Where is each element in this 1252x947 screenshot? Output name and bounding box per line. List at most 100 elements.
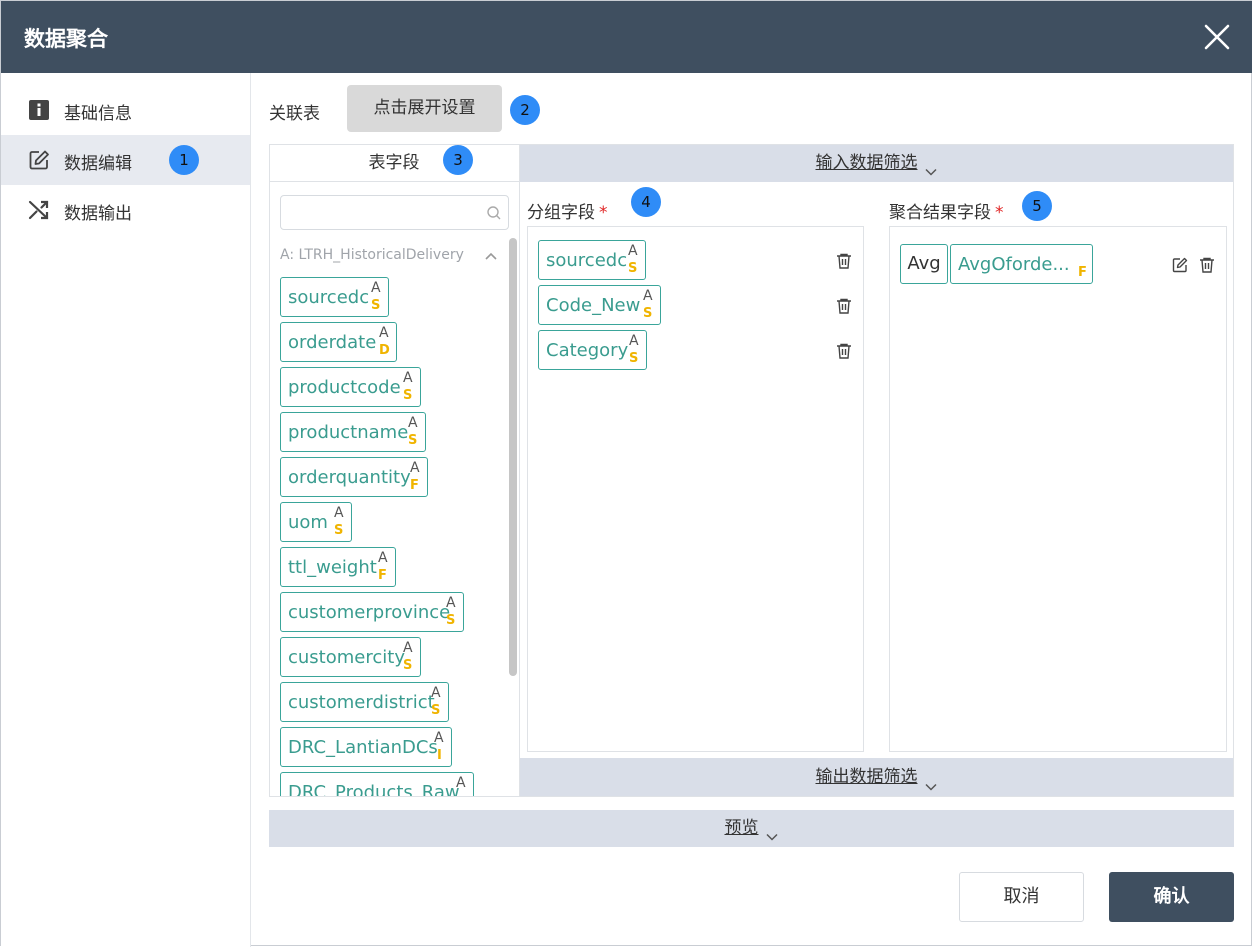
required-mark: * [995, 203, 1004, 223]
trash-icon[interactable] [1198, 256, 1216, 274]
field-search-input[interactable] [280, 195, 509, 230]
field-name: sourcedc [546, 250, 628, 271]
field-tag-uom[interactable]: uom A S [280, 502, 352, 542]
field-type: S [643, 306, 653, 321]
field-tag-customerdistrict[interactable]: customerdistrict A S [280, 682, 449, 722]
required-mark: * [599, 203, 608, 223]
field-type: S [446, 613, 456, 628]
group-tag-code-new[interactable]: Code_New A S [538, 285, 661, 325]
group-fields-label: 分组字段* [527, 198, 608, 223]
field-source: A [334, 505, 344, 521]
chevron-up-icon[interactable] [484, 248, 498, 262]
field-type: D [379, 343, 390, 358]
table-fields-panel: 表字段 A: LTRH_HistoricalDelivery [269, 144, 520, 797]
field-tag-productcode[interactable]: productcode A S [280, 367, 421, 407]
field-tag-clip: DRC_Products_Raw A [280, 772, 476, 796]
field-type: F [378, 568, 387, 583]
preview-toggle[interactable]: 预览 [269, 810, 1234, 847]
field-type: S [403, 388, 413, 403]
field-source: A [629, 333, 639, 349]
field-tag-customercity[interactable]: customercity A S [280, 637, 421, 677]
output-filter-label: 输出数据筛选 [815, 767, 918, 787]
cancel-button[interactable]: 取消 [959, 872, 1084, 922]
input-filter-label: 输入数据筛选 [815, 153, 918, 173]
field-tag-orderdate[interactable]: orderdate A D [280, 322, 397, 362]
input-filter-toggle[interactable]: 输入数据筛选 [520, 145, 1233, 182]
field-type: F [1078, 265, 1087, 280]
field-tag-customerprovince[interactable]: customerprovince A S [280, 592, 464, 632]
field-type: S [629, 351, 639, 366]
dialog-titlebar: 数据聚合 [1, 1, 1252, 73]
fields-scrollbar[interactable] [509, 238, 517, 676]
sidebar-item-label: 数据输出 [64, 204, 132, 224]
field-source: A [456, 775, 466, 791]
search-icon [486, 205, 502, 221]
field-source: A [379, 325, 389, 341]
field-name: customercity [288, 647, 405, 668]
agg-function-chip[interactable]: Avg [900, 244, 948, 284]
field-name: productname [288, 422, 409, 443]
field-name: sourcedc [288, 287, 370, 308]
field-tag-sourcedc[interactable]: sourcedc A S [280, 277, 389, 317]
sidebar: 基础信息 数据编辑 1 数据输出 [1, 73, 251, 947]
sidebar-item-data-edit[interactable]: 数据编辑 1 [1, 135, 250, 185]
field-tag-orderquantity[interactable]: orderquantity A F [280, 457, 428, 497]
confirm-button[interactable]: 确认 [1109, 872, 1234, 922]
output-filter-toggle[interactable]: 输出数据筛选 [520, 758, 1233, 796]
close-icon[interactable] [1201, 21, 1233, 53]
trash-icon[interactable] [835, 252, 853, 270]
step-badge-4: 4 [631, 187, 661, 217]
field-source: A [378, 550, 388, 566]
field-name: ttl_weight [288, 557, 377, 578]
sidebar-item-data-output[interactable]: 数据输出 [1, 185, 250, 235]
table-group-title: A: LTRH_HistoricalDelivery [280, 247, 464, 263]
field-type: S [371, 298, 381, 313]
shuffle-icon [27, 198, 51, 222]
chevron-down-icon [924, 770, 938, 791]
field-name: orderdate [288, 332, 377, 353]
sidebar-item-label: 数据编辑 [64, 154, 132, 174]
agg-fields-label-text: 聚合结果字段 [889, 203, 991, 223]
chevron-down-icon [924, 156, 938, 176]
field-source: A [628, 243, 638, 259]
field-source: A [408, 415, 418, 431]
field-tag-drc-products-raw[interactable]: DRC_Products_Raw A [280, 772, 474, 796]
field-type: S [431, 703, 441, 718]
field-source: A [410, 460, 420, 476]
edit-icon [27, 148, 51, 172]
field-name: orderquantity [288, 467, 411, 488]
chevron-down-icon [765, 821, 779, 841]
trash-icon[interactable] [835, 342, 853, 360]
field-tag-productname[interactable]: productname A S [280, 412, 426, 452]
field-tag-drc-lantiandcs[interactable]: DRC_LantianDCs A I [280, 727, 452, 767]
step-badge-3: 3 [443, 145, 473, 175]
group-tag-sourcedc[interactable]: sourcedc A S [538, 240, 646, 280]
trash-icon[interactable] [835, 297, 853, 315]
agg-fields-dropzone[interactable] [889, 226, 1227, 752]
step-badge-2: 2 [510, 95, 540, 125]
table-fields-header: 表字段 [269, 144, 519, 182]
info-icon [27, 98, 51, 122]
step-badge-1: 1 [169, 145, 199, 175]
field-source: A [371, 280, 381, 296]
field-type: S [403, 658, 413, 673]
edit-icon[interactable] [1171, 256, 1189, 274]
dialog-title: 数据聚合 [24, 27, 108, 51]
field-type: I [437, 748, 442, 763]
field-type: S [408, 433, 418, 448]
field-source: A [403, 640, 413, 656]
field-name: Category [546, 340, 629, 361]
expand-settings-button[interactable]: 点击展开设置 [347, 85, 502, 132]
field-name: AvgOforde... [958, 254, 1070, 275]
field-type: F [410, 478, 419, 493]
field-name: DRC_Products_Raw [288, 782, 460, 796]
group-tag-category[interactable]: Category A S [538, 330, 647, 370]
sidebar-item-basic-info[interactable]: 基础信息 [1, 85, 250, 135]
field-type: S [628, 261, 638, 276]
field-source: A [434, 730, 444, 746]
assoc-table-label: 关联表 [269, 104, 320, 124]
field-tag-ttl-weight[interactable]: ttl_weight A F [280, 547, 396, 587]
field-source: A [643, 288, 653, 304]
sidebar-item-label: 基础信息 [64, 104, 132, 124]
agg-result-tag[interactable]: AvgOforde... F [950, 244, 1093, 284]
